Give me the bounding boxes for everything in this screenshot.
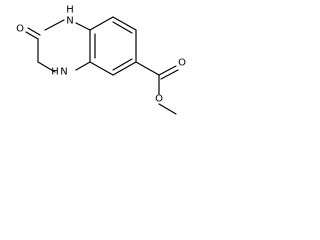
- atom-label-ester-carbonyl-o: O: [178, 58, 186, 69]
- bond-c7-carbonyl: [135, 61, 160, 76]
- bond-c3-nh-bottom: [37, 61, 56, 73]
- atom-label-n1: N: [60, 67, 67, 78]
- bond-c7-c8: [112, 61, 137, 76]
- bond-c4a-c5: [89, 16, 114, 31]
- bond-c2-o-double: [27, 27, 41, 36]
- bond-carbonyl-o-double-a: [158, 65, 177, 76]
- chemical-structure-diagram: O N H H N O O: [16, 5, 186, 115]
- atom-label-lactam-o: O: [16, 24, 24, 35]
- bond-o-methyl: [158, 103, 177, 115]
- bond-c8a-n1: [75, 61, 91, 71]
- bond-carbonyl-o-double-b: [160, 69, 179, 80]
- bond-c8-c8a: [89, 61, 114, 76]
- atom-label-ester-o: O: [155, 94, 163, 105]
- lactam-ring: [37, 19, 65, 73]
- atom-label-n1-h: H: [51, 67, 59, 78]
- bond-c4a-n4: [75, 22, 91, 31]
- atom-label-n4: N: [66, 16, 73, 27]
- bond-c7-c8-inner: [112, 58, 133, 71]
- ester-group: [135, 61, 179, 115]
- bond-c2-nh: [44, 19, 65, 31]
- benzene-ring: [75, 16, 137, 76]
- bond-c5-c6: [112, 16, 137, 31]
- bond-c5-c6-inner: [112, 21, 133, 34]
- bond-c2-o-single: [25, 31, 39, 40]
- atom-label-n4-h: H: [66, 5, 74, 16]
